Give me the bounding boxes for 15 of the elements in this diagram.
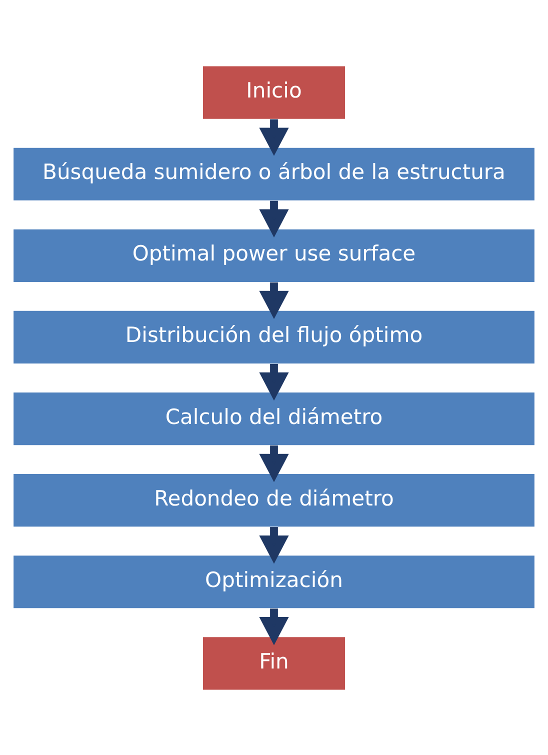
node-box: Fin: [202, 636, 346, 690]
node-box: Optimización: [14, 555, 534, 608]
arrow: [259, 282, 289, 319]
arrow: [259, 608, 289, 645]
arrow: [259, 526, 289, 564]
node-box: Inicio: [202, 66, 346, 118]
arrow: [259, 118, 289, 156]
node-box: Calculo del diámetro: [14, 392, 534, 445]
node-box: Redondeo de diámetro: [14, 474, 534, 526]
arrow: [259, 200, 289, 237]
node-box: Distribución del flujo óptimo: [14, 310, 534, 364]
node-box: Búsqueda sumidero o árbol de la estructura: [14, 147, 534, 200]
arrow: [259, 363, 289, 400]
arrow: [259, 445, 289, 482]
node-box: Optimal power use surface: [14, 228, 534, 282]
